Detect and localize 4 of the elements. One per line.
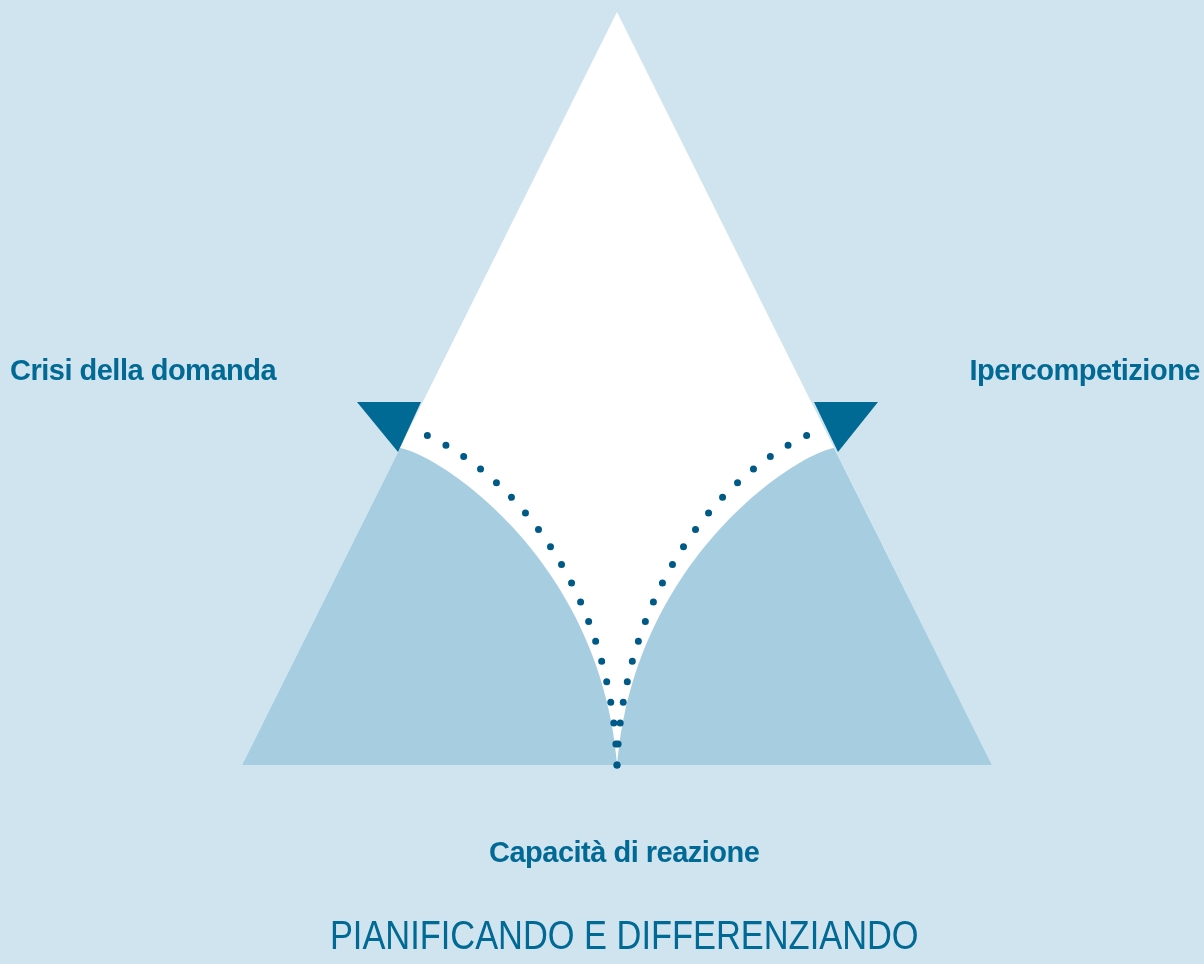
axis-label: Crisi della domanda: [10, 353, 277, 387]
caption: PIANIFICANDO E DIFFERENZIANDO: [329, 912, 919, 958]
axis-label: Ipercompetizione: [969, 353, 1200, 387]
axis-label: Capacità di reazione: [489, 835, 760, 869]
